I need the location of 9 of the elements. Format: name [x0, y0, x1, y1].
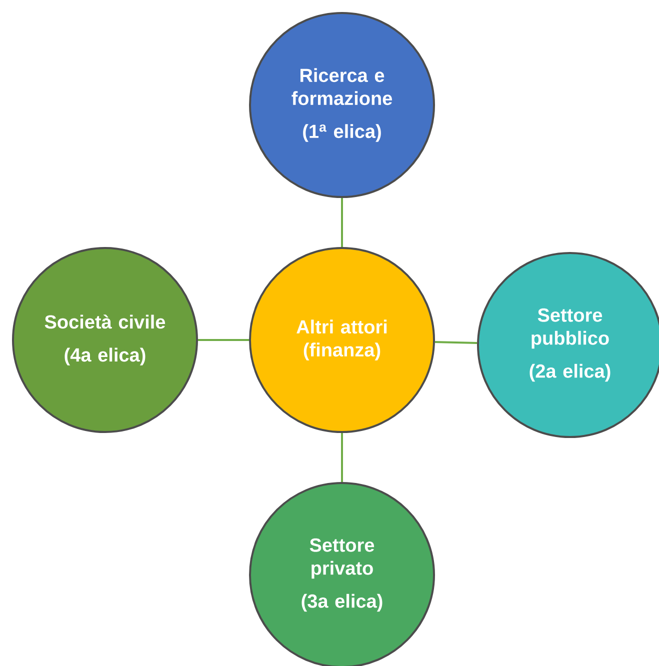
connector-line [198, 339, 249, 341]
circle-node: Società civile (4a elica) [12, 247, 198, 433]
circle-node: Altri attori (finanza) [249, 247, 435, 433]
connector-line [341, 198, 343, 247]
circle-node: Settore pubblico (2a elica) [477, 252, 659, 438]
connector-line [434, 341, 478, 344]
circle-node: Ricerca e formazione (1$^{a}$ elica) [249, 12, 435, 198]
circle-node: Settore privato (3a elica) [249, 482, 435, 666]
connector-line [341, 433, 343, 482]
